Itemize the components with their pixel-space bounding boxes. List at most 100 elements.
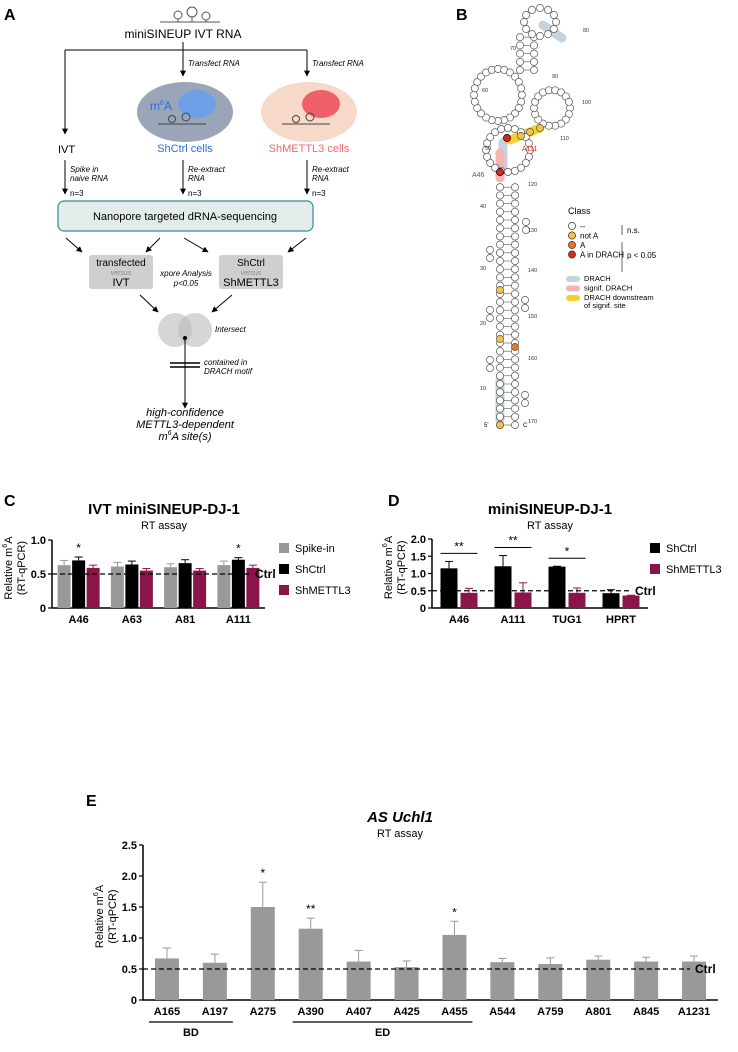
y-tick-label: 0 bbox=[420, 603, 426, 615]
bar bbox=[494, 566, 512, 608]
rna-secondary-structure: 1020304050607080901001101201301401501601… bbox=[470, 4, 591, 429]
bar bbox=[440, 568, 458, 608]
nucleotide bbox=[511, 191, 519, 200]
legend-class-marker bbox=[568, 222, 576, 230]
chart-subtitle: RT assay bbox=[377, 828, 424, 840]
nucleotide bbox=[516, 33, 524, 42]
position-tick-label: 90 bbox=[552, 74, 558, 80]
bar bbox=[568, 592, 586, 608]
chart-title: miniSINEUP-DJ-1 bbox=[488, 501, 612, 518]
significance-star: ** bbox=[508, 534, 518, 548]
legend-swatch bbox=[279, 543, 289, 553]
nucleotide bbox=[521, 304, 529, 312]
chart-subtitle: RT assay bbox=[141, 520, 188, 532]
reference-label: Ctrl bbox=[695, 962, 716, 976]
reextract-text-1a: Re-extract bbox=[188, 165, 226, 174]
chart-title: IVT miniSINEUP-DJ-1 bbox=[88, 501, 240, 518]
spike-in-text-1: Spike in bbox=[70, 165, 99, 174]
x-tick-label: A845 bbox=[633, 1006, 659, 1018]
position-tick-label: 10 bbox=[480, 386, 486, 392]
nucleotide bbox=[549, 25, 558, 33]
box1-top: transfected bbox=[96, 258, 145, 269]
bar bbox=[246, 567, 260, 608]
nucleotide bbox=[486, 246, 494, 254]
position-tick-label: 40 bbox=[480, 204, 486, 210]
nucleotide bbox=[522, 11, 531, 19]
nucleotide bbox=[514, 104, 523, 112]
shmettl3-nucleus bbox=[302, 90, 340, 118]
y-tick-label: 0 bbox=[40, 603, 46, 615]
reference-label: Ctrl bbox=[255, 567, 276, 581]
chart-subtitle: RT assay bbox=[527, 520, 574, 532]
nucleotide bbox=[516, 57, 524, 66]
x-tick-label: A1231 bbox=[678, 1006, 710, 1018]
nucleotide bbox=[528, 5, 536, 14]
bar bbox=[110, 566, 124, 608]
nucleotide bbox=[511, 183, 519, 192]
nucleotide bbox=[496, 257, 504, 265]
position-tick-label: 20 bbox=[480, 321, 486, 327]
legend-highlight-swatch bbox=[566, 276, 580, 282]
spike-in-text-2: naive RNA bbox=[70, 174, 108, 183]
y-tick-label: 1.5 bbox=[411, 551, 426, 563]
nucleotide bbox=[496, 347, 504, 356]
legend-label: ShMETTL3 bbox=[666, 564, 722, 576]
legend-class-title: Class bbox=[568, 206, 591, 216]
legend-class-label: A in DRACH bbox=[580, 251, 624, 260]
nucleotide bbox=[496, 265, 504, 274]
x-tick-label: A46 bbox=[449, 614, 469, 626]
nucleotide bbox=[521, 296, 529, 304]
three-prime-label: C bbox=[523, 423, 528, 429]
bar bbox=[178, 563, 192, 608]
nucleotide bbox=[496, 396, 504, 405]
significance-star: * bbox=[565, 544, 570, 558]
nucleotide bbox=[511, 343, 519, 351]
nucleotide bbox=[483, 139, 492, 148]
position-tick-label: 100 bbox=[582, 100, 591, 106]
legend-class-label: A bbox=[580, 241, 586, 250]
nucleotide bbox=[511, 216, 519, 224]
comparison-box-2 bbox=[219, 255, 283, 289]
nucleotide bbox=[477, 109, 485, 118]
nucleotide bbox=[496, 355, 504, 364]
position-tick-label: 30 bbox=[480, 266, 486, 272]
nucleotide bbox=[536, 32, 544, 40]
nucleotide bbox=[511, 355, 519, 364]
nucleotide bbox=[511, 314, 519, 323]
legend-swatch bbox=[279, 564, 289, 574]
y-axis-label: Relative m6A bbox=[382, 535, 395, 599]
n-label-1: n=3 bbox=[70, 189, 84, 198]
nucleotide bbox=[496, 371, 504, 380]
result-line-3: m6A site(s) bbox=[158, 430, 211, 443]
bar bbox=[72, 560, 86, 608]
drach-label-2: DRACH motif bbox=[204, 367, 253, 376]
nucleotide bbox=[536, 124, 544, 132]
nucleotide bbox=[473, 78, 482, 86]
nucleotide bbox=[496, 168, 504, 176]
nucleotide bbox=[530, 66, 538, 74]
reextract-text-1b: RNA bbox=[188, 174, 205, 183]
nucleotide bbox=[511, 207, 519, 216]
shmettl3-cells-label: ShMETTL3 cells bbox=[269, 143, 350, 155]
result-line-1: high-confidence bbox=[146, 407, 224, 419]
nucleotide bbox=[511, 396, 519, 405]
nucleotide bbox=[511, 371, 519, 380]
legend-class-label: not A bbox=[580, 232, 599, 241]
x-tick-label: A801 bbox=[585, 1006, 611, 1018]
legend-class-marker bbox=[568, 250, 576, 259]
significance-star: * bbox=[452, 905, 457, 919]
y-tick-label: 0 bbox=[131, 995, 137, 1007]
nucleotide bbox=[496, 199, 504, 208]
position-tick-label: 150 bbox=[528, 314, 537, 320]
bar bbox=[217, 565, 231, 608]
nucleotide bbox=[511, 240, 519, 249]
bar bbox=[394, 967, 419, 1000]
nanopore-label: Nanopore targeted dRNA-sequencing bbox=[93, 211, 277, 223]
shctrl-nucleus bbox=[178, 90, 216, 118]
nucleotide bbox=[530, 41, 538, 50]
bar bbox=[460, 592, 478, 608]
nucleotide bbox=[511, 224, 519, 233]
x-tick-label: A111 bbox=[226, 614, 251, 626]
nucleotide bbox=[517, 84, 526, 93]
